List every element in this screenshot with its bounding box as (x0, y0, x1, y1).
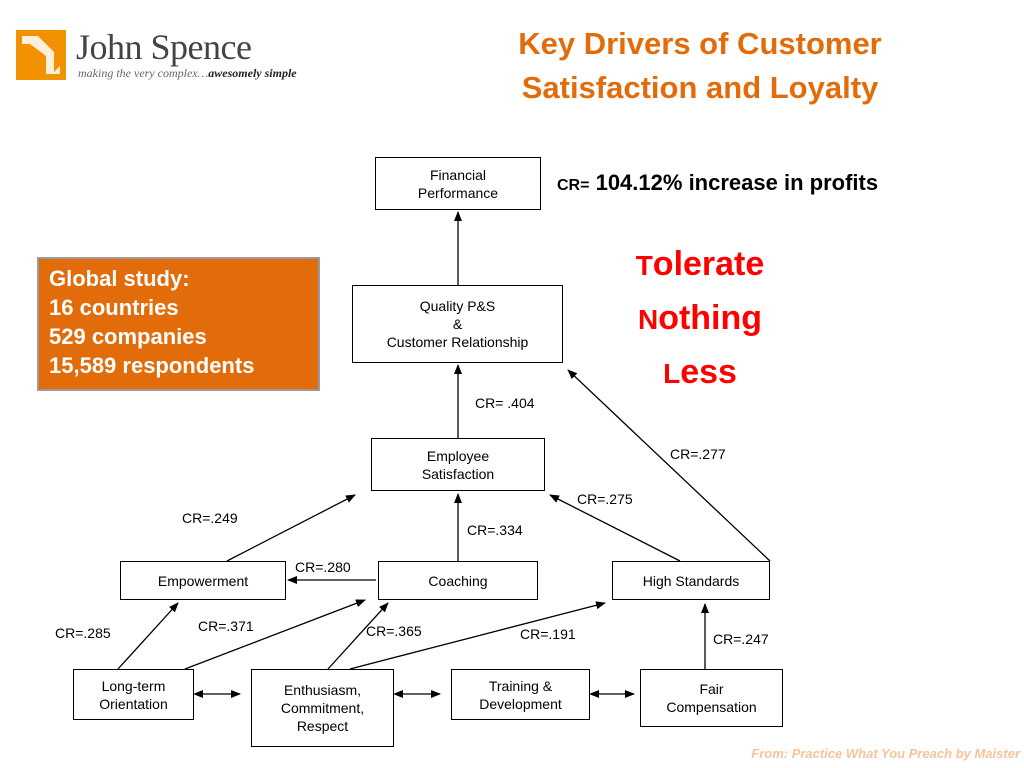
node-employee-line2: Satisfaction (421, 465, 495, 482)
node-training-development: Training &Development (451, 669, 590, 720)
node-quality-line1: Quality P&S (419, 298, 496, 314)
study-line2: 16 countries (49, 295, 179, 320)
node-quality-customer-relationship: Quality P&S & Customer Relationship (352, 285, 563, 363)
edge-label-enthusiasm-coaching: CR=.365 (366, 623, 422, 639)
john-spence-logo-icon (16, 30, 66, 80)
edge-label-enthusiasm-high-standards: CR=.191 (520, 626, 576, 642)
edge-label-coaching-empowerment: CR=.280 (295, 559, 351, 575)
arrow-high-standards-to-employee (549, 494, 681, 562)
study-line4: 15,589 respondents (49, 353, 255, 378)
node-training-line2: Development (479, 695, 562, 712)
node-employee-line1: Employee (426, 447, 490, 464)
node-fair-line1: Fair (699, 681, 724, 697)
node-enthusiasm-line3: Respect (296, 718, 349, 734)
node-high-standards-label: High Standards (642, 572, 740, 589)
node-quality-line2: & (452, 316, 463, 332)
logo-name: John Spence (76, 27, 252, 67)
node-training-line1: Training & (488, 677, 553, 694)
node-enthusiasm-commitment-respect: Enthusiasm, Commitment, Respect (251, 669, 394, 747)
node-coaching: Coaching (378, 561, 538, 600)
edge-label-long-term-empowerment: CR=.285 (55, 625, 111, 641)
node-quality-line3: Customer Relationship (386, 334, 529, 350)
edge-label-high-standards-employee: CR=.275 (577, 491, 633, 507)
node-high-standards: High Standards (612, 561, 770, 600)
logo-tagline-emphasis: awesomely simple (208, 66, 297, 80)
slogan-line1: Tolerate (635, 245, 765, 283)
logo-tagline: making the very complex…awesomely simple (78, 66, 297, 81)
arrow-enthusiasm-to-coaching (327, 602, 389, 670)
node-empowerment-label: Empowerment (157, 572, 249, 589)
slogan-tolerate-nothing-less: Tolerate Nothing Less (590, 238, 810, 400)
edge-label-long-term-coaching: CR=.371 (198, 618, 254, 634)
arrow-high-standards-to-quality (567, 369, 771, 562)
arrow-empowerment-to-employee (226, 494, 356, 562)
node-long-term-line1: Long-term (101, 677, 166, 694)
node-long-term-line2: Orientation (99, 695, 168, 712)
arrow-enthusiasm-to-high-standards (349, 601, 606, 670)
slide-title: Key Drivers of Customer Satisfaction and… (470, 22, 930, 110)
logo-tagline-prefix: making the very complex… (78, 66, 209, 80)
node-financial-line1: Financial (429, 166, 487, 183)
node-fair-line2: Compensation (666, 699, 757, 715)
arrow-long-term-to-empowerment (117, 602, 179, 670)
edge-label-empowerment-employee: CR=.249 (182, 510, 238, 526)
node-financial-line2: Performance (417, 184, 499, 201)
edge-label-fair-high-standards: CR=.247 (713, 631, 769, 647)
node-coaching-label: Coaching (428, 572, 488, 589)
slogan-line2: Nothing (637, 299, 763, 337)
edge-label-high-standards-quality: CR=.277 (670, 446, 726, 462)
slogan-line3: Less (663, 353, 737, 391)
headline-prefix: CR= (557, 177, 590, 194)
edge-label-employee-quality: CR= .404 (475, 395, 535, 411)
node-enthusiasm-line2: Commitment, (280, 700, 365, 716)
slide-title-line1: Key Drivers of Customer (518, 26, 882, 61)
node-enthusiasm-line1: Enthusiasm, (283, 682, 362, 698)
headline-text: increase in profits (688, 170, 879, 195)
study-line1: Global study: (49, 266, 190, 291)
global-study-box: Global study: 16 countries 529 companies… (37, 257, 320, 391)
study-line3: 529 companies (49, 324, 207, 349)
profit-increase-headline: CR= 104.12% increase in profits (557, 170, 878, 196)
headline-value: 104.12% (595, 170, 683, 195)
arrow-long-term-to-coaching (184, 599, 366, 670)
edge-label-coaching-employee: CR=.334 (467, 522, 523, 538)
slide-title-line2: Satisfaction and Loyalty (521, 70, 879, 105)
source-citation: From: Practice What You Preach by Maiste… (751, 746, 1020, 761)
node-empowerment: Empowerment (120, 561, 286, 600)
